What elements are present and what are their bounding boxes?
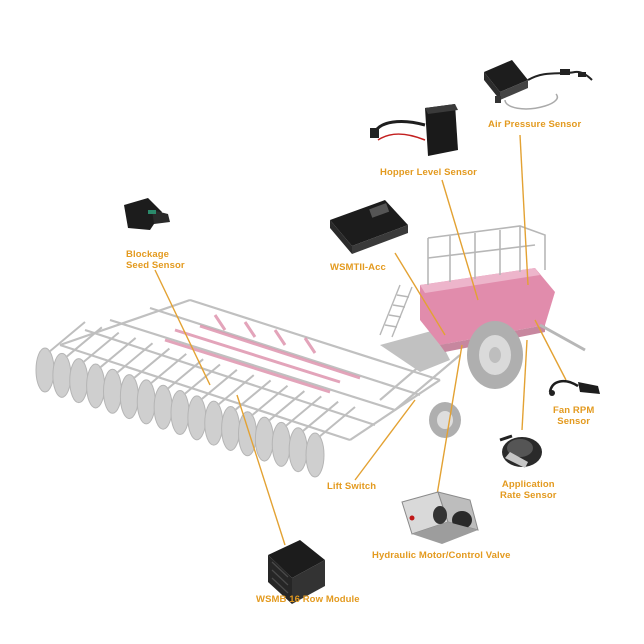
disc-opener	[254, 416, 274, 462]
disc-opener	[86, 363, 106, 409]
disc-opener	[271, 421, 291, 467]
row-unit-arm	[318, 406, 356, 438]
row-unit-arm	[115, 342, 154, 375]
row-unit-arm	[250, 384, 289, 417]
leader-hopper	[441, 179, 479, 301]
row-unit-arm	[82, 331, 120, 364]
row-unit-arm	[48, 321, 86, 353]
row-unit-arm	[267, 390, 306, 422]
drill-frame	[59, 298, 461, 442]
label-air-pressure-sensor: Air Pressure Sensor	[488, 119, 582, 130]
wsmb-16-row-module-icon	[268, 540, 325, 604]
disc-opener	[119, 374, 139, 420]
row-units	[35, 321, 356, 478]
air-pressure-sensor-icon	[484, 60, 593, 110]
row-unit-arm	[183, 363, 221, 396]
disc-opener	[52, 352, 72, 398]
row-unit-arm	[301, 400, 339, 433]
disc-opener	[305, 432, 325, 478]
row-unit-arm	[284, 395, 322, 428]
label-hydraulic-motor: Hydraulic Motor/Control Valve	[372, 550, 511, 561]
label-fan-rpm-line2: Sensor	[557, 416, 591, 427]
wsmtii-acc-module-icon	[330, 200, 408, 254]
leader-blockage	[154, 269, 211, 386]
label-application-rate-line1: Application	[501, 479, 555, 490]
leader-fan	[534, 319, 567, 381]
label-application-rate-sensor: Application Rate Sensor	[500, 479, 557, 501]
fan-rpm-sensor-icon	[548, 379, 600, 396]
blockage-seed-sensor-icon	[124, 198, 170, 230]
row-unit-arm	[65, 326, 103, 359]
cart-wheels	[429, 321, 523, 438]
disc-opener	[221, 405, 241, 451]
label-wsmtii-acc: WSMTII-Acc	[330, 262, 386, 273]
leader-wsmb	[236, 394, 286, 546]
row-unit-arm	[200, 369, 238, 401]
label-lift-switch: Lift Switch	[327, 481, 377, 492]
label-wsmb-16-row-module: WSMB 16 Row Module	[256, 594, 360, 605]
leader-apprate	[521, 339, 528, 431]
leader-lines	[154, 134, 567, 546]
label-hopper-level-sensor: Hopper Level Sensor	[380, 167, 477, 178]
label-fan-rpm-line1: Fan RPM	[553, 405, 595, 416]
row-unit-arm	[166, 358, 204, 390]
disc-opener	[103, 368, 122, 414]
label-blockage-line2: Seed Sensor	[126, 260, 185, 271]
label-fan-rpm-sensor: Fan RPM Sensor	[553, 405, 594, 427]
row-unit-arm	[132, 347, 171, 380]
leader-hydraulic	[436, 344, 463, 496]
label-blockage-line1: Blockage	[126, 249, 170, 260]
disc-opener	[187, 395, 207, 441]
leader-wsmtii	[394, 252, 446, 336]
application-rate-sensor-icon	[499, 434, 542, 468]
disc-opener	[35, 347, 55, 393]
disc-opener	[204, 400, 224, 446]
hitch	[380, 330, 450, 372]
row-unit-arm	[217, 374, 255, 406]
row-unit-arm	[98, 337, 137, 369]
disc-opener	[69, 358, 89, 404]
label-application-rate-line2: Rate Sensor	[500, 490, 557, 501]
leader-air	[519, 134, 529, 286]
leader-lift	[354, 399, 416, 481]
disc-opener	[170, 390, 190, 435]
hopper-level-sensor-icon	[370, 104, 458, 156]
disc-opener	[136, 379, 156, 425]
label-blockage-seed-sensor: Blockage Seed Sensor	[126, 249, 185, 271]
hydraulic-motor-valve-icon	[401, 491, 479, 544]
disc-opener	[288, 427, 308, 473]
seed-drill-machine	[35, 225, 586, 478]
row-unit-arm	[149, 353, 187, 385]
disc-opener	[153, 384, 173, 430]
